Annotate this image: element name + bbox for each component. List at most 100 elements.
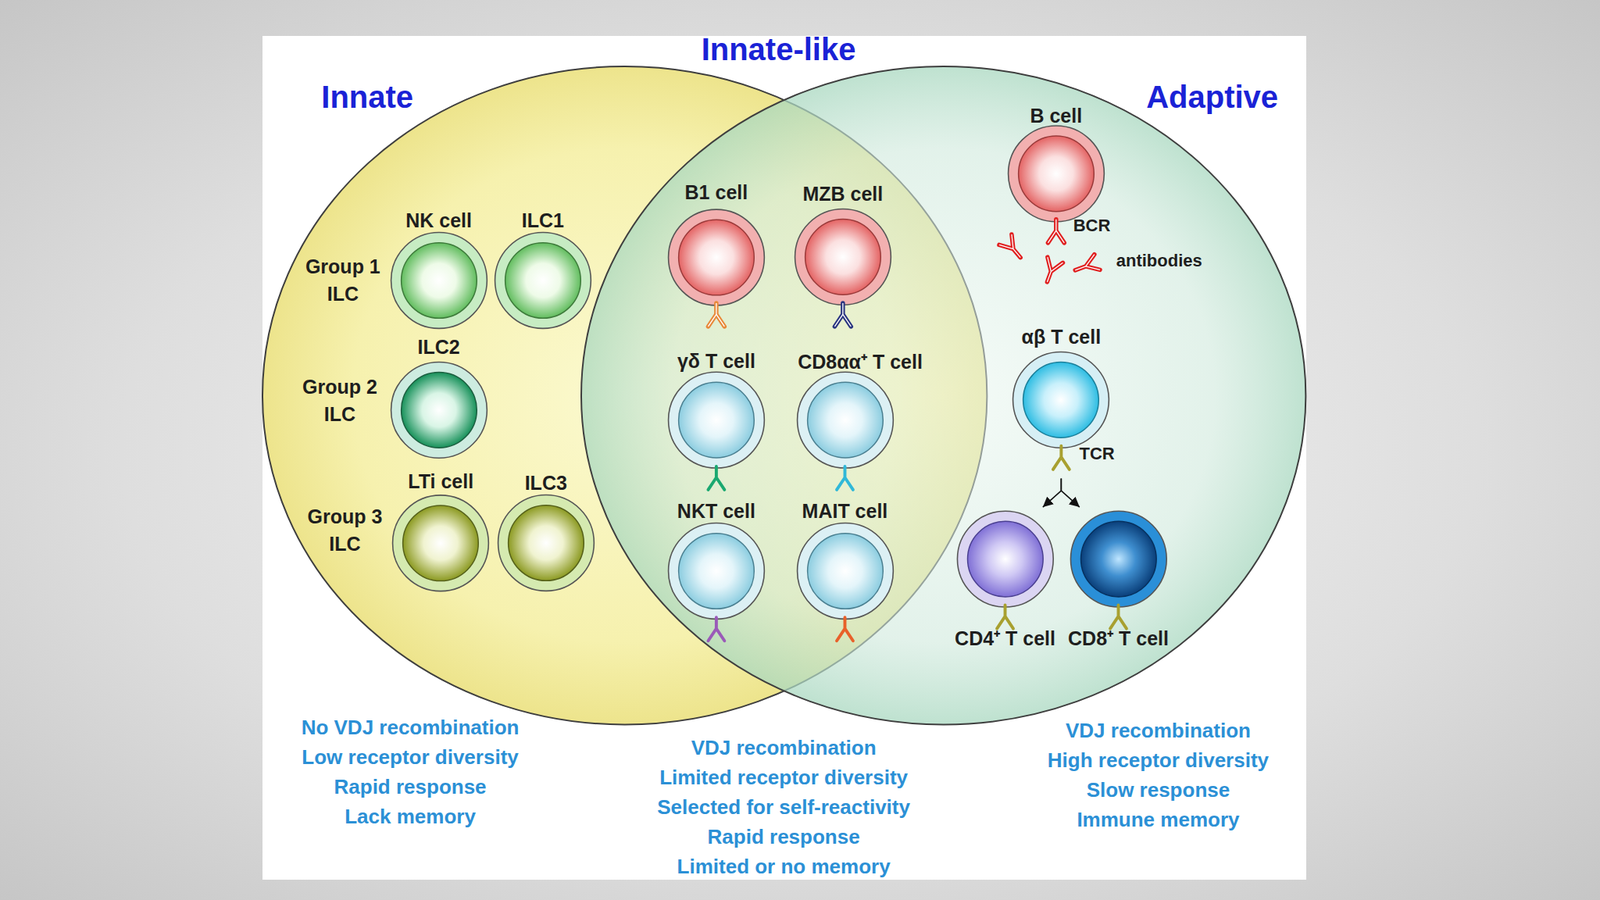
receptor-symbol: [1047, 219, 1065, 243]
part-label: BCR: [1073, 215, 1111, 236]
group-label: Group 3 ILC: [300, 503, 389, 558]
receptor-symbol: [1110, 605, 1127, 629]
antibody-stroke: [1072, 254, 1100, 279]
cell-node: γδ T cell: [639, 344, 793, 499]
cell-label: CD4⁺ T cell: [954, 624, 1056, 651]
cell-membrane: [667, 372, 765, 469]
split-arrow: [1060, 478, 1080, 508]
receptor-symbol: [707, 303, 725, 327]
cell-nucleus: [1023, 362, 1100, 439]
receptor-stroke: [1047, 219, 1065, 243]
cell-nucleus: [507, 505, 584, 582]
cell-nucleus: [807, 533, 883, 610]
cell-membrane: [796, 523, 893, 620]
cell-membrane: [794, 209, 891, 306]
cell-membrane: [957, 510, 1054, 608]
cell-label: CD8⁺ T cell: [1067, 624, 1169, 651]
cell-node: CD8αα⁺ T cell: [768, 344, 922, 499]
cell-nucleus: [505, 242, 582, 319]
cell-label: ILC1: [521, 209, 565, 233]
venn-ellipse: [581, 66, 1306, 725]
property-note: VDJ recombination: [1065, 718, 1251, 743]
cell-node: LTi cell: [364, 465, 518, 597]
antibody-inner: [1039, 257, 1064, 285]
cell-nucleus: [400, 242, 477, 319]
receptor-inner: [707, 303, 725, 327]
receptor-stroke: [1110, 605, 1127, 629]
node-outline: [581, 30, 987, 725]
cell-node: CD8⁺ T cell: [1062, 507, 1175, 654]
cell-label: LTi cell: [407, 470, 474, 493]
cell-nucleus: [403, 505, 479, 582]
property-note: High receptor diversity: [1047, 748, 1269, 773]
cell-label: NKT cell: [677, 500, 756, 523]
antibody-symbol: [999, 234, 1027, 263]
cell-label: MAIT cell: [802, 500, 889, 523]
cell-membrane: [1013, 352, 1110, 449]
group-label: Group 2 ILC: [296, 373, 384, 429]
split-arrow: [1042, 478, 1062, 508]
cell-label: B cell: [1029, 103, 1083, 127]
cell-membrane: [1070, 510, 1167, 608]
property-note: Immune memory: [1076, 807, 1240, 832]
cell-node: MZB cell: [766, 177, 920, 336]
receptor-symbol: [834, 303, 851, 327]
property-note: Limited receptor diversity: [659, 765, 908, 790]
cell-node: MAIT cell: [768, 494, 922, 650]
cell-node: ILC2: [362, 330, 516, 465]
cell-membrane: [392, 494, 490, 591]
property-note: Lack memory: [344, 803, 476, 829]
receptor-stroke: [996, 605, 1014, 629]
cell-label: CD8αα⁺ T cell: [797, 347, 923, 375]
property-note: Slow response: [1086, 777, 1231, 802]
cell-node: CD4⁺ T cell: [949, 507, 1062, 654]
overlap-region: Innate-likeB1 cellMZB cellγδ T cellCD8αα…: [581, 30, 987, 725]
cell-membrane: [667, 523, 765, 620]
receptor-stroke: [1053, 446, 1070, 470]
cell-label: γδ T cell: [677, 350, 756, 373]
antibody-symbol: [1072, 254, 1100, 279]
property-note: Low receptor diversity: [301, 745, 518, 770]
cell-membrane: [497, 494, 594, 591]
group-label: Group 1 ILC: [299, 253, 387, 308]
property-note: No VDJ recombination: [301, 715, 520, 740]
receptor-group: [707, 219, 1127, 641]
receptor-stroke: [707, 466, 725, 490]
receptor-inner: [834, 303, 851, 327]
receptor-symbol: [996, 605, 1014, 629]
receptor-symbol: [836, 466, 854, 490]
cell-label: ILC3: [525, 471, 568, 494]
cell-node: NK cell: [362, 203, 516, 335]
receptor-stroke: [707, 303, 725, 327]
part-label: TCR: [1078, 443, 1115, 465]
cell-membrane: [390, 232, 487, 329]
cell-label: ILC2: [417, 335, 461, 359]
cell-nucleus: [807, 382, 883, 459]
part-label: antibodies: [1116, 250, 1203, 272]
overlap-lens: [582, 100, 987, 690]
receptor-stroke: [834, 303, 851, 327]
receptor-stroke: [707, 617, 725, 641]
receptor-symbol: [836, 617, 854, 641]
receptor-stroke: [836, 617, 854, 641]
cell-nucleus: [400, 372, 477, 449]
group-heading: Adaptive: [1146, 79, 1279, 115]
cell-nucleus: [805, 219, 882, 296]
receptor-symbol: [1053, 446, 1070, 470]
property-note: Rapid response: [707, 825, 861, 850]
cell-node: B1 cell: [639, 175, 793, 336]
cell-node: NKT cell: [639, 494, 793, 650]
cell-nucleus: [678, 533, 755, 610]
cell-label: αβ T cell: [1021, 325, 1102, 349]
cell-membrane: [667, 209, 765, 306]
antibody-inner: [1072, 254, 1100, 279]
group-heading: Innate: [321, 79, 414, 115]
antibody-stroke: [1039, 257, 1064, 285]
property-note: Limited or no memory: [677, 853, 891, 879]
cell-node: αβ T cell: [984, 320, 1138, 479]
cell-membrane: [494, 232, 591, 329]
cell-nucleus: [678, 219, 755, 296]
